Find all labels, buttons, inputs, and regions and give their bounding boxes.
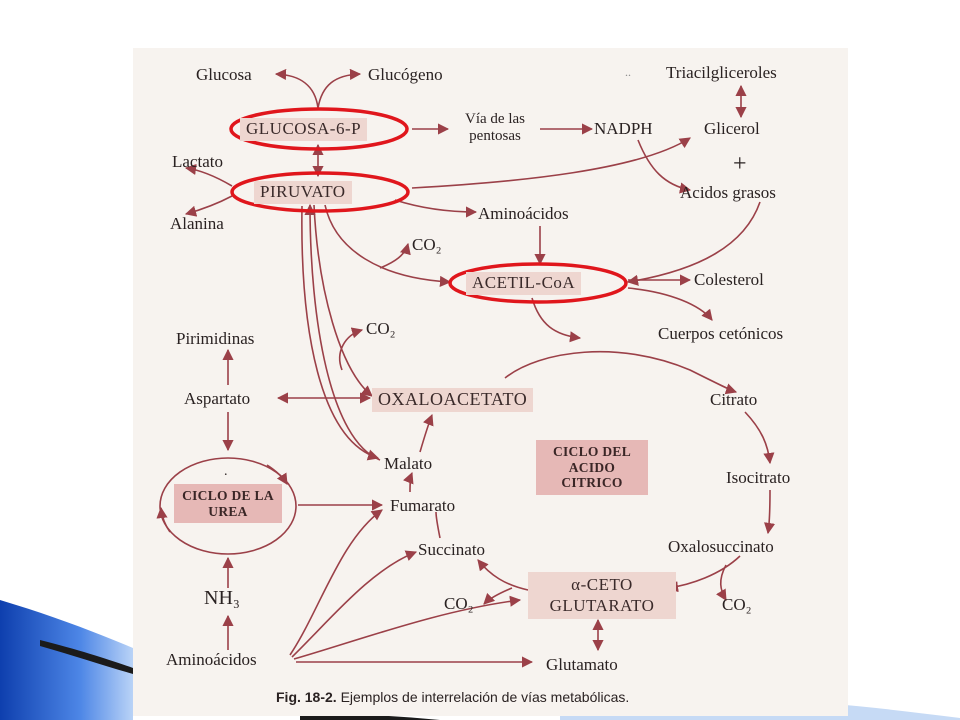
arrow-co2-c bbox=[483, 587, 513, 605]
arrow-acidos-acetil bbox=[626, 201, 761, 286]
node-oxaloacetato: OXALOACETATO bbox=[372, 388, 534, 412]
arrow-piruvato-oxaloacetato bbox=[313, 204, 373, 397]
scan-dot: .. bbox=[625, 65, 631, 79]
arc-isocitrato-oxalosuccinato bbox=[763, 489, 776, 535]
node-isocitrato: Isocitrato bbox=[726, 468, 791, 487]
node-lactato: Lactato bbox=[172, 152, 223, 171]
urea-arrow-a bbox=[266, 464, 288, 485]
node-malato: Malato bbox=[384, 454, 433, 473]
arrow-nadph-acidos bbox=[637, 139, 692, 194]
node-co2-a: CO₂ bbox=[412, 235, 442, 254]
label-ciclo-acido-citrico: CICLO DEL ACIDO CITRICO bbox=[536, 440, 648, 495]
highlight-ring-glucosa6p bbox=[229, 107, 409, 151]
arrow-piruvato-malato bbox=[301, 205, 380, 461]
node-pirimidinas: Pirimidinas bbox=[176, 329, 255, 348]
node-succinato: Succinato bbox=[418, 540, 486, 559]
node-co2-b: CO₂ bbox=[366, 319, 396, 338]
arrow-piruvato-lactato bbox=[184, 163, 233, 187]
arrow-amino-succinato bbox=[291, 550, 418, 658]
slide-dark-stripe bbox=[40, 640, 133, 674]
node-aspartato: Aspartato bbox=[184, 389, 251, 408]
node-glicerol: Glicerol bbox=[704, 119, 760, 138]
node-acidos-grasos: Acidos grasos bbox=[680, 183, 776, 202]
label-ciclo-urea: CICLO DE LA UREA bbox=[174, 484, 282, 524]
node-via-pentosas: Vía de las pentosas bbox=[465, 111, 525, 145]
node-co2-c: CO₂ bbox=[444, 594, 474, 613]
arrow-piruvato-alanina bbox=[184, 195, 233, 217]
highlight-ring-piruvato bbox=[230, 171, 410, 213]
arrow-acetil-cuerpos bbox=[627, 287, 713, 321]
node-nadph: NADPH bbox=[594, 119, 653, 138]
arrow-piruvato-acetil bbox=[324, 204, 452, 288]
node-aminoacidos-top: Aminoácidos bbox=[478, 204, 569, 223]
node-co2-d: CO₂ bbox=[722, 595, 752, 614]
arrow-amino-ceto bbox=[293, 595, 522, 660]
plus-sign: + bbox=[733, 151, 747, 177]
slide-blue-swoosh bbox=[0, 600, 133, 720]
arrow-co2-b bbox=[338, 327, 364, 371]
arc-oxalosuccinato-ceto bbox=[666, 555, 741, 593]
node-oxalosuccinato: Oxalosuccinato bbox=[668, 537, 774, 556]
node-cuerpos-cetonicos: Cuerpos cetónicos bbox=[658, 324, 784, 343]
node-alanina: Alanina bbox=[170, 214, 224, 233]
node-triacilgliceroles: Triacilgliceroles bbox=[666, 63, 777, 82]
arrow-g6p-glucogeno bbox=[317, 68, 362, 109]
highlight-ring-acetilcoa bbox=[448, 262, 628, 304]
node-citrato: Citrato bbox=[710, 390, 758, 409]
arrow-piruvato-glicerol bbox=[411, 137, 691, 189]
arrow-malato-piruvato bbox=[304, 203, 381, 461]
arrow-amino-fumarato bbox=[289, 509, 383, 656]
node-glucosa-6-p: GLUCOSA-6-P bbox=[240, 118, 368, 141]
arc-fumarato-malato bbox=[403, 471, 414, 493]
node-colesterol: Colesterol bbox=[694, 270, 764, 289]
node-glucogeno: Glucógeno bbox=[368, 65, 443, 84]
arc-oxaloacetato-citrato bbox=[504, 350, 738, 395]
arrow-g6p-glucosa bbox=[274, 68, 319, 109]
arrow-co2-d bbox=[716, 564, 727, 601]
arrow-co2-a bbox=[379, 242, 411, 269]
arc-succinato-fumarato bbox=[435, 511, 441, 539]
node-alfa-ceto-glutarato: α-CETO GLUTARATO bbox=[528, 572, 676, 619]
arc-ceto-succinato bbox=[477, 559, 529, 591]
caption-figure-number: Fig. 18-2. bbox=[276, 689, 337, 705]
node-glucosa: Glucosa bbox=[196, 65, 252, 84]
node-piruvato: PIRUVATO bbox=[254, 181, 352, 204]
node-fumarato: Fumarato bbox=[390, 496, 456, 515]
urea-dot: . bbox=[224, 464, 228, 479]
arrow-acetil-citrato bbox=[531, 297, 582, 343]
node-nh3: NH₃ bbox=[204, 587, 240, 609]
urea-cycle-circle bbox=[159, 457, 297, 555]
node-glutamato: Glutamato bbox=[546, 655, 618, 674]
urea-arrow-b bbox=[156, 506, 171, 533]
figure-caption: Fig. 18-2. Ejemplos de interrelación de … bbox=[276, 689, 629, 705]
arc-citrato-isocitrato bbox=[744, 411, 775, 465]
arc-malato-oxaloacetato bbox=[419, 413, 434, 453]
arrow-piruvato-aminoacidos bbox=[394, 199, 478, 218]
node-acetil-coa: ACETIL-CoA bbox=[466, 272, 582, 295]
node-aminoacidos-bottom: Aminoácidos bbox=[166, 650, 257, 669]
caption-text: Ejemplos de interrelación de vías metabó… bbox=[336, 689, 630, 705]
